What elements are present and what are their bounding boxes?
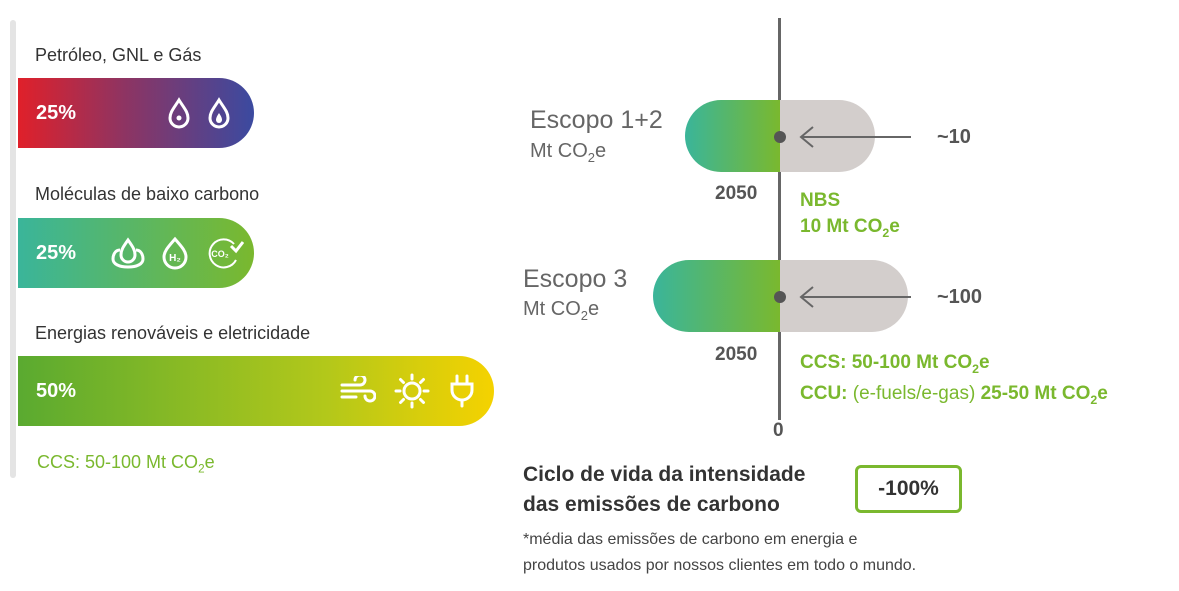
scope3-title: Escopo 3 (523, 265, 628, 293)
arrow-left-icon (799, 126, 911, 148)
scope12-marker (774, 131, 786, 143)
svg-text:CO₂: CO₂ (211, 249, 229, 259)
ccu-value: CCU: (e-fuels/e-gas) 25-50 Mt CO2e (800, 383, 1108, 407)
percent-value: 25% (36, 241, 77, 264)
gas-flame-icon (208, 97, 230, 129)
sun-icon (394, 373, 430, 409)
plug-icon (450, 374, 474, 408)
biofuel-lotus-icon (111, 237, 145, 269)
hydrogen-icon: H₂ (162, 236, 188, 270)
category-label: Petróleo, GNL e Gás (35, 45, 202, 65)
co2-capture-icon: CO₂ (208, 238, 244, 269)
percent-value: 50% (36, 379, 77, 402)
lifecycle-value-badge: -100% (855, 465, 962, 513)
arrow-left-icon (799, 286, 911, 308)
axis-zero-label: 0 (773, 420, 784, 441)
oil-gas-bar: 25% (18, 78, 254, 148)
low-carbon-bar: 25% H₂ CO₂ (18, 218, 254, 288)
category-label: Moléculas de baixo carbono (35, 184, 260, 204)
footnote: *média das emissões de carbono em energi… (523, 531, 917, 574)
scope3-unit: Mt CO2e (523, 298, 600, 323)
left-divider (10, 20, 16, 478)
scope12-unit: Mt CO2e (530, 140, 607, 165)
scope12-title: Escopo 1+2 (530, 106, 663, 134)
scope12-year: 2050 (715, 183, 758, 204)
oil-drop-icon (168, 97, 190, 129)
ccs-value: CCS: 50-100 Mt CO2e (800, 352, 990, 376)
nbs-value: 10 Mt CO2e (800, 216, 900, 240)
ccs-note: CCS: 50-100 Mt CO2e (37, 452, 215, 476)
nbs-title: NBS (800, 190, 841, 211)
renewables-bar: 50% (18, 356, 494, 426)
category-label: Energias renováveis e eletricidade (35, 323, 311, 343)
percent-value: 25% (36, 101, 77, 124)
scope3-marker (774, 291, 786, 303)
scope3-value: ~100 (937, 286, 983, 308)
wind-icon (340, 376, 376, 403)
timeline-axis (778, 18, 781, 420)
scope12-value: ~10 (937, 126, 971, 148)
scope3-year: 2050 (715, 344, 758, 365)
svg-text:H₂: H₂ (169, 253, 181, 264)
